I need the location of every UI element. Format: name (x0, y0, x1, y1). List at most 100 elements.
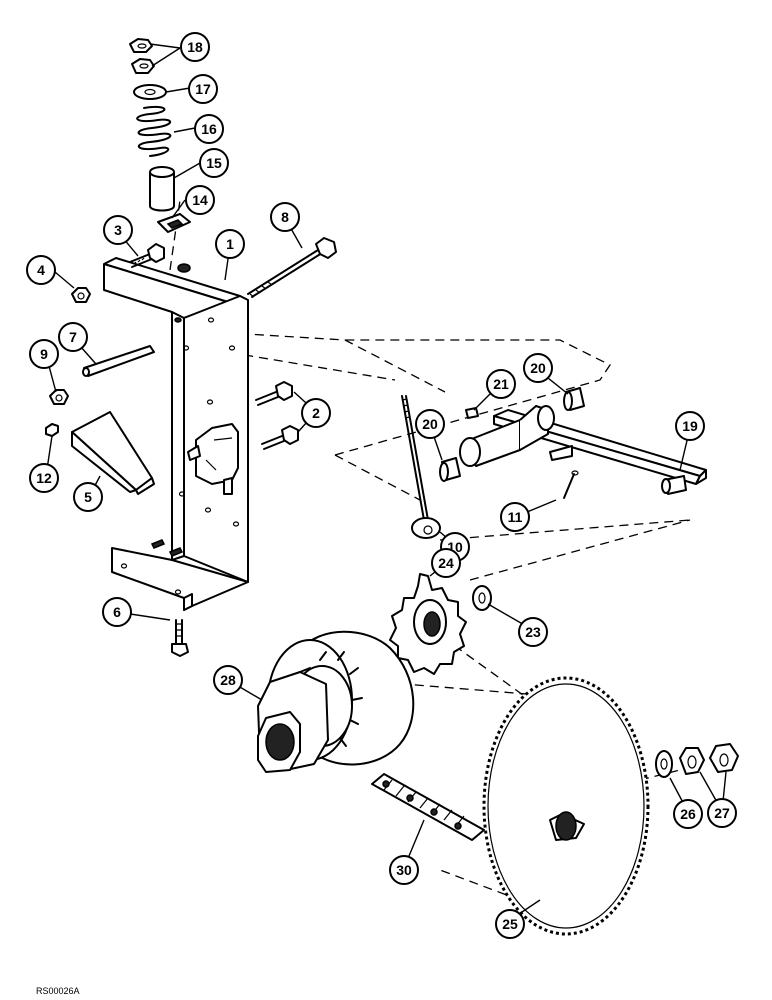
callout-number: 17 (195, 81, 211, 97)
callout-25: 25 (495, 909, 525, 939)
callout-5: 5 (73, 482, 103, 512)
callout-6: 6 (102, 597, 132, 627)
callout-number: 14 (192, 192, 208, 208)
callout-number: 15 (206, 155, 222, 171)
small-sprocket (389, 573, 467, 675)
bolts-medium (255, 381, 299, 450)
callout-circle (213, 665, 243, 695)
callout-21: 21 (486, 369, 516, 399)
tension-arm (459, 405, 707, 495)
eye-bolt (401, 395, 441, 539)
callout-circle (301, 398, 331, 428)
small-nut (45, 423, 59, 437)
callout-number: 24 (438, 555, 454, 571)
bushings (439, 387, 585, 482)
callout-number: 2 (312, 405, 320, 421)
callout-circle (523, 353, 553, 383)
callout-circle (102, 597, 132, 627)
callout-14: 14 (185, 185, 215, 215)
callout-4: 4 (26, 255, 56, 285)
callout-number: 1 (226, 236, 234, 252)
callout-16: 16 (194, 114, 224, 144)
hex-nut-rod (49, 389, 69, 405)
callout-circle (270, 202, 300, 232)
figure-code: RS00026A (36, 986, 80, 996)
callout-3: 3 (103, 215, 133, 245)
spacer-sleeve (149, 166, 175, 212)
set-screw (465, 407, 479, 419)
callout-number: 20 (530, 360, 546, 376)
callout-circle (194, 114, 224, 144)
callout-15: 15 (199, 148, 229, 178)
callout-2: 2 (301, 398, 331, 428)
roller-chain (371, 773, 485, 841)
pivot-rod (82, 345, 155, 377)
callout-number: 12 (36, 470, 52, 486)
bolt-long (247, 237, 337, 298)
callout-labels: 1234567891011121415161718192020212324252… (26, 32, 737, 939)
callout-number: 19 (682, 418, 698, 434)
mounting-bracket (103, 257, 249, 611)
callout-number: 4 (37, 262, 45, 278)
callout-circle (431, 548, 461, 578)
callout-20: 20 (415, 409, 445, 439)
callout-8: 8 (270, 202, 300, 232)
callout-number: 26 (680, 806, 696, 822)
callout-number: 18 (187, 39, 203, 55)
washer-nut-set (655, 743, 739, 778)
callout-number: 5 (84, 489, 92, 505)
callout-number: 3 (114, 222, 122, 238)
callout-circle (675, 411, 705, 441)
callout-circle (495, 909, 525, 939)
callout-circle (103, 215, 133, 245)
callout-number: 25 (502, 916, 518, 932)
callout-circle (188, 74, 218, 104)
callout-28: 28 (213, 665, 243, 695)
callout-number: 20 (422, 416, 438, 432)
callout-1: 1 (215, 229, 245, 259)
callout-circle (199, 148, 229, 178)
callout-12: 12 (29, 463, 59, 493)
hex-nut-left (71, 287, 91, 303)
callout-number: 8 (281, 209, 289, 225)
guide-block (71, 411, 155, 495)
callout-circle (673, 799, 703, 829)
callout-circle (215, 229, 245, 259)
callout-circle (180, 32, 210, 62)
large-sprocket (482, 676, 650, 936)
callout-circle (389, 855, 419, 885)
washer-top (133, 84, 167, 100)
lock-nuts (129, 38, 155, 74)
callout-26: 26 (673, 799, 703, 829)
callout-circle (707, 798, 737, 828)
callout-circle (185, 185, 215, 215)
callout-7: 7 (58, 322, 88, 352)
washer-sprocket (472, 585, 492, 611)
compression-spring (136, 105, 172, 157)
retainer-plate (157, 213, 191, 233)
callout-23: 23 (518, 617, 548, 647)
cotter-pin (563, 470, 579, 499)
callout-11: 11 (500, 502, 530, 532)
callout-circle (500, 502, 530, 532)
callout-27: 27 (707, 798, 737, 828)
bolt-short-top (129, 243, 165, 268)
callout-number: 7 (69, 329, 77, 345)
callout-circle (518, 617, 548, 647)
slip-clutch (257, 630, 415, 773)
callout-number: 27 (714, 805, 730, 821)
callout-30: 30 (389, 855, 419, 885)
callout-number: 28 (220, 672, 236, 688)
callout-circle (486, 369, 516, 399)
callout-number: 23 (525, 624, 541, 640)
bolt-bottom (171, 619, 189, 657)
callout-number: 6 (113, 604, 121, 620)
callout-18: 18 (180, 32, 210, 62)
callout-circle (415, 409, 445, 439)
callout-number: 16 (201, 121, 217, 137)
callout-20: 20 (523, 353, 553, 383)
callout-circle (58, 322, 88, 352)
callout-17: 17 (188, 74, 218, 104)
callout-number: 9 (40, 346, 48, 362)
